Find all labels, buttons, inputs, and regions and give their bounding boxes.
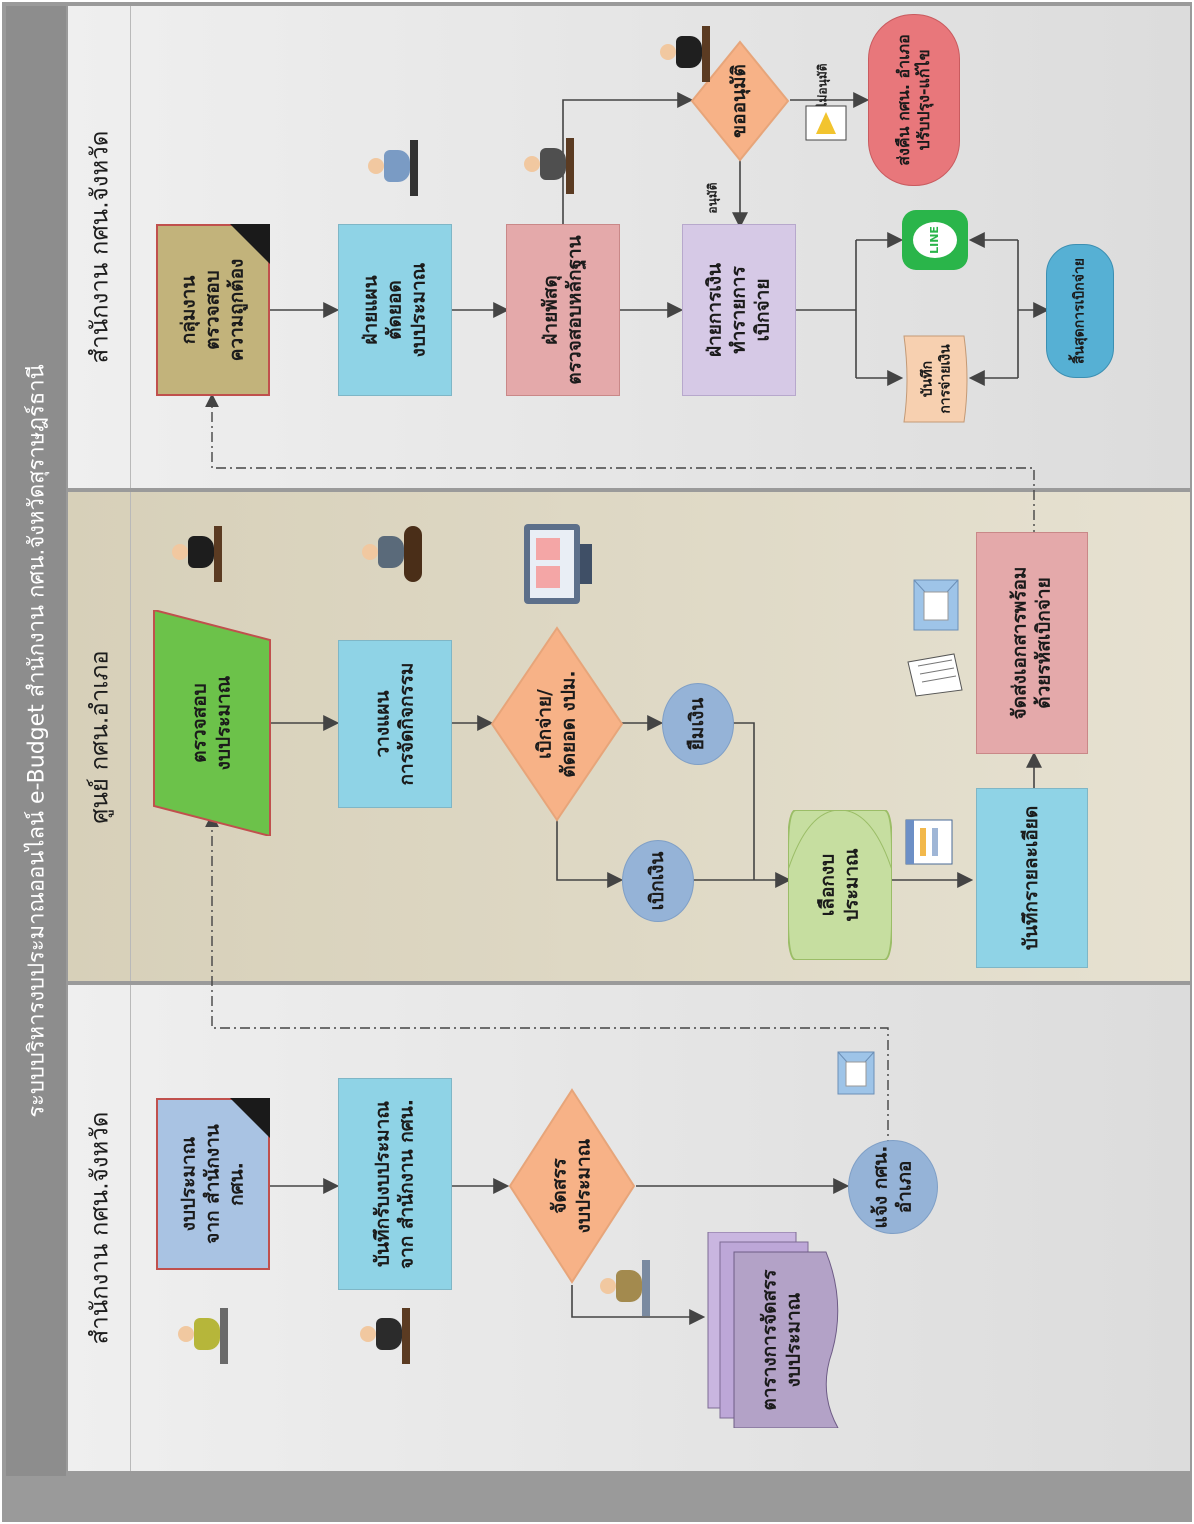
envelope-icon <box>913 579 959 631</box>
node-notify-district: แจ้ง กศน. อำเภอ <box>848 1140 938 1234</box>
node-select-budget-shape <box>788 810 892 960</box>
node-check-group: กลุ่มงาน ตรวจสอบ ความถูกต้อง <box>156 224 270 396</box>
node-check-budget-shape <box>153 610 271 836</box>
title-strip: ระบบบริหารงบประมาณออนไลน์ e-Budget สำนัก… <box>6 6 66 1476</box>
warning-sign-icon <box>805 105 847 141</box>
node-allocation-table-shape <box>707 1232 839 1428</box>
node-record-receive: บันทึกรับงบประมาณ จาก สำนักงาน กศน. <box>338 1078 452 1290</box>
lane-header: สำนักงาน กศน.จังหวัด <box>68 6 131 488</box>
node-select-budget: เลือกงบ ประมาณ <box>816 848 862 922</box>
envelope-icon <box>837 1051 875 1095</box>
node-disburse-decision-shape <box>490 626 624 822</box>
lane-header: ศูนย์ กศน.อำเภอ <box>68 492 131 981</box>
node-withdraw: เบิกเงิน <box>622 840 694 922</box>
node-borrow: ยืมเงิน <box>662 683 734 765</box>
meeting-people-icon <box>166 518 226 588</box>
form-icon <box>905 819 953 865</box>
node-return: ส่งคืน กศน. อำเภอ ปรับปรุง-แก้ไข <box>868 14 960 186</box>
node-allocation-table: ตารางการจัดสรร งบประมาณ <box>758 1269 804 1411</box>
person-at-desk-icon <box>518 130 578 200</box>
node-plan-dept: ฝ่ายแผน ตัดยอด งบประมาณ <box>338 224 452 396</box>
node-check-budget: ตรวจสอบ งบประมาณ <box>188 675 234 771</box>
person-at-desk-icon <box>362 132 422 202</box>
node-budget-from-office: งบประมาณ จาก สำนักงาน กศน. <box>156 1098 270 1270</box>
node-finance: ฝ่ายการเงิน ทำรายการ เบิกจ่าย <box>682 224 796 396</box>
person-at-desk-icon <box>594 1252 654 1322</box>
node-send-docs: จัดส่งเอกสารพร้อม ด้วยรหัสเบิกจ่าย <box>976 532 1088 754</box>
computer-screen-icon <box>524 524 592 604</box>
meeting-people-icon <box>356 518 422 588</box>
person-at-desk-icon <box>654 18 714 88</box>
line-app-icon[interactable]: LINE <box>902 210 968 270</box>
edge-label-approved: อนุมัติ <box>705 182 720 214</box>
person-at-desk-icon <box>172 1300 232 1370</box>
node-disburse-decision: เบิกจ่าย/ ตัดยอด งปม. <box>533 670 579 778</box>
lane-header: สำนักงาน กศน.จังหวัด <box>68 985 131 1471</box>
node-record-payment-shape <box>903 335 968 423</box>
node-plan-activity: วางแผน การจัดกิจกรรม <box>338 640 452 808</box>
document-icon <box>907 653 963 697</box>
node-record-payment: บันทึก การจ่ายเงิน <box>919 344 954 414</box>
node-end: สิ้นสุดการเบิกจ่าย <box>1046 244 1114 378</box>
person-at-desk-icon <box>354 1300 414 1370</box>
node-supply-dept: ฝ่ายพัสดุ ตรวจสอบหลักฐาน <box>506 224 620 396</box>
node-record-detail: บันทึกรายละเอียด <box>976 788 1088 968</box>
node-allocate-shape <box>508 1088 636 1284</box>
